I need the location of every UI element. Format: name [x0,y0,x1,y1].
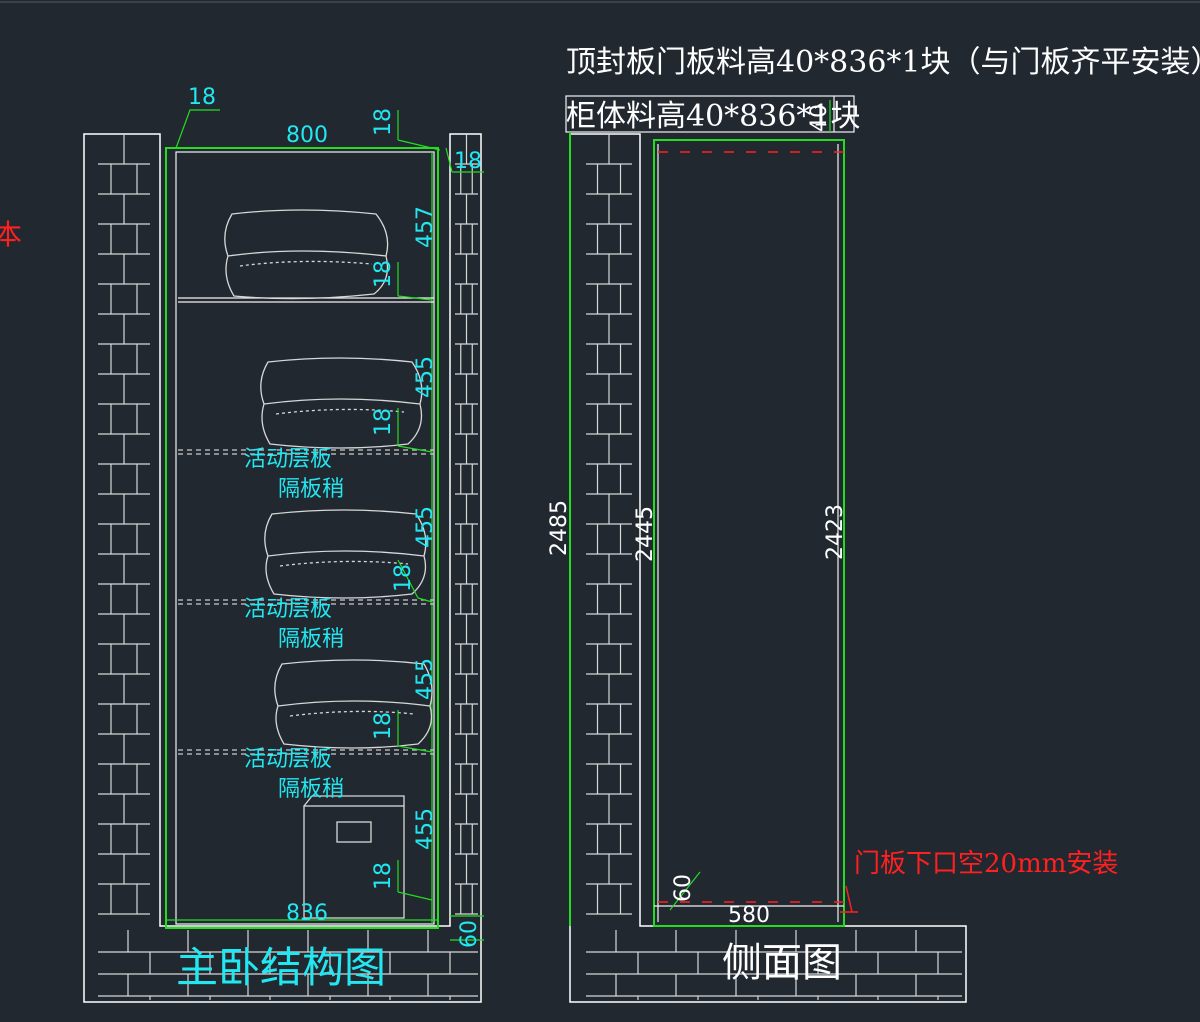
dim-inner-height: 2423 [823,504,848,560]
storage-box [303,795,405,919]
dim-shelf-4: 18 [371,712,396,740]
dim-cabinet-height: 2445 [633,506,658,562]
pillow-1 [224,209,389,300]
door-gap-marker [845,885,853,913]
pin-label-1: 隔板稍 [278,477,344,502]
dim-base-h: 60 [671,874,696,902]
dim-top-cover-h: 40 [807,104,832,132]
dim-base: 60 [457,920,482,948]
dim-depth: 580 [728,903,770,928]
dim-shelf-2: 18 [371,408,396,436]
shelf-label-1: 活动层板 [244,447,332,472]
dim-bay-5: 455 [413,808,438,850]
pin-label-2: 隔板稍 [278,627,344,652]
dim-top-board: 18 [371,108,396,136]
note-body: 柜体料高40*836*1块 [566,99,861,134]
dim-shelf-3: 18 [391,564,416,592]
dim-bay-3: 455 [413,506,438,548]
front-view-title: 主卧结构图 [176,943,386,992]
partial-red-label: 本 [0,218,22,251]
side-brick-pattern [586,134,962,1000]
shelf-label-3: 活动层板 [244,747,332,772]
pillow-3 [264,509,427,599]
side-view: 顶封板门板料高40*836*1块（与门板齐平安装） 柜体料高40*836*1块 … [547,45,1200,1003]
side-cabinet-frame [653,139,845,927]
dim-side-board: 18 [454,149,482,174]
note-door-gap: 门板下口空20mm安装 [854,849,1118,879]
dim-bay-2: 455 [413,356,438,398]
side-dimension-lines [654,100,844,927]
dim-width-bottom: 836 [286,901,328,926]
pillow-2 [260,357,423,449]
front-brick-pattern [98,134,478,1000]
side-view-title: 侧面图 [722,940,842,986]
note-top-cover: 顶封板门板料高40*836*1块（与门板齐平安装） [566,45,1200,80]
dim-top-offset: 18 [188,85,216,110]
front-view: 活动层板 隔板稍 活动层板 隔板稍 活动层板 隔板稍 18 [83,85,484,1003]
front-dimension-lines [175,109,484,941]
shelf-labels: 活动层板 隔板稍 活动层板 隔板稍 活动层板 隔板稍 [244,447,344,802]
dim-total-height: 2485 [547,500,572,556]
cabinet-frame [165,147,439,929]
dim-bay-4: 455 [413,658,438,700]
front-wall-outline [83,133,482,1003]
cabinet-interior [175,151,435,925]
dim-width-top: 800 [286,123,328,148]
dim-shelf-1: 18 [371,260,396,288]
dim-shelf-5: 18 [371,862,396,890]
shelf-label-2: 活动层板 [244,597,332,622]
pillow-4 [274,659,433,749]
side-wall-outline [569,133,967,1003]
top-cover-board [565,95,855,133]
pin-label-3: 隔板稍 [278,777,344,802]
dim-bay-1: 457 [413,206,438,248]
